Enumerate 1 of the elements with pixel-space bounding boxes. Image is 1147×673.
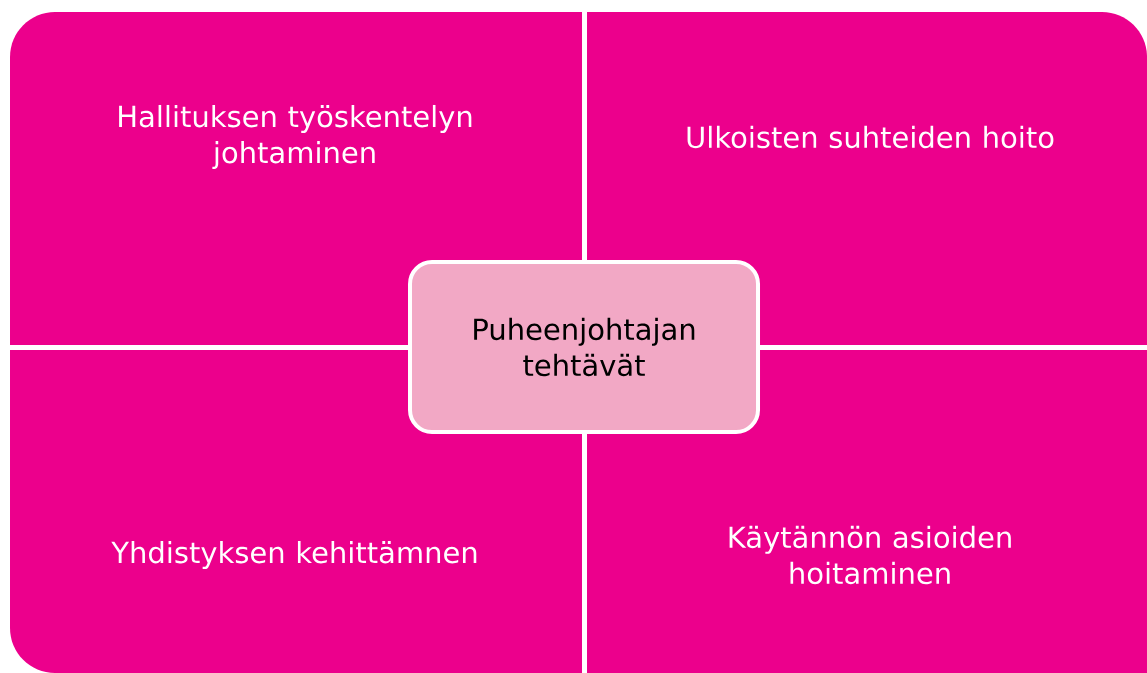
center-box: Puheenjohtajan tehtävät xyxy=(408,260,760,434)
